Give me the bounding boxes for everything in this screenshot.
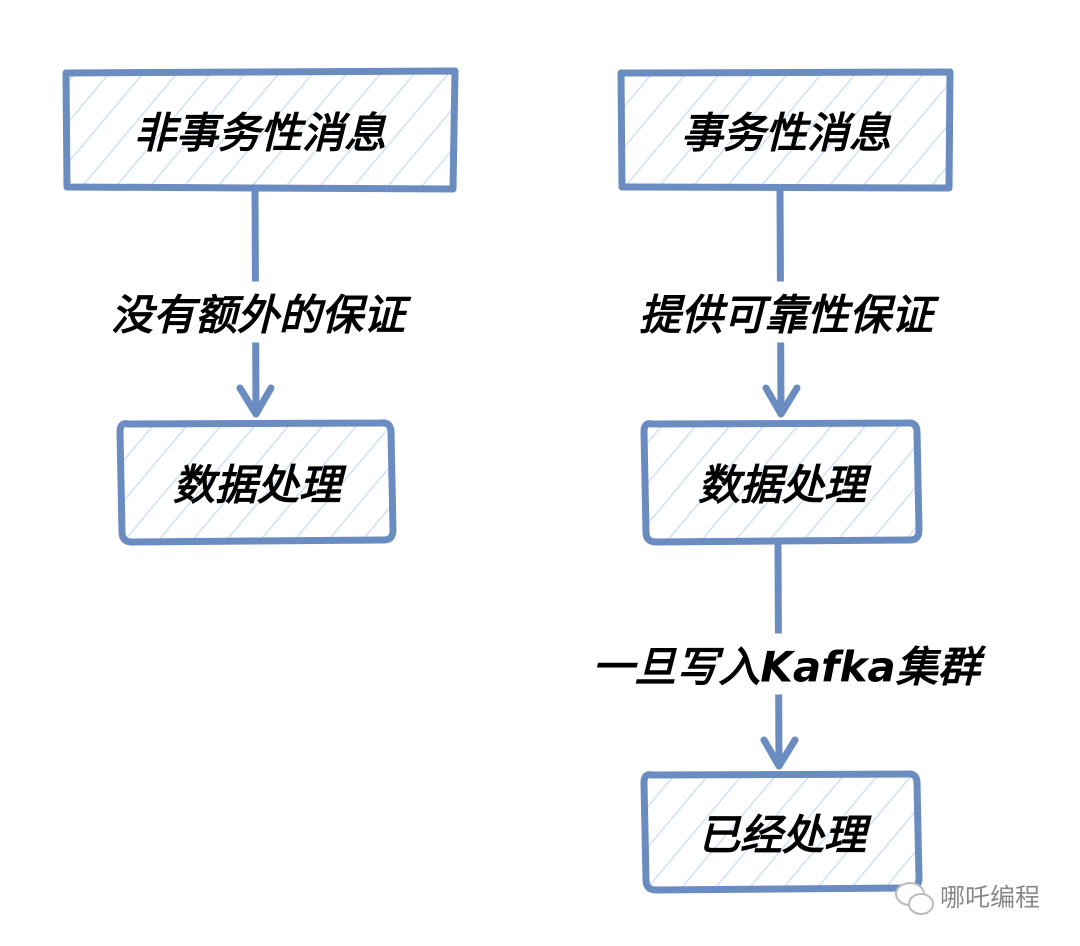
node-box-tx [617,68,954,192]
node-box-process-right [640,419,923,546]
node-process-left-label: 数据处理 [172,460,342,510]
watermark: 哪吒编程 [940,883,1041,912]
edge-right-head [762,384,801,418]
edge-left-head [236,384,275,418]
node-non-tx-label: 非事务性消息 [133,108,387,158]
node-box-non-tx [62,67,459,193]
node-tx-label: 事务性消息 [680,108,892,158]
edge-left-label: 没有额外的保证 [110,281,406,343]
node-processed-label: 已经处理 [697,810,867,860]
node-box-process-left [116,419,397,546]
wechat-icon [895,882,934,915]
node-process-right-label: 数据处理 [697,460,867,510]
edge-right-label: 提供可靠性保证 [638,281,934,343]
edge-kafka-head [760,736,799,770]
edge-kafka-label: 一旦写入Kafka集群 [592,633,980,695]
